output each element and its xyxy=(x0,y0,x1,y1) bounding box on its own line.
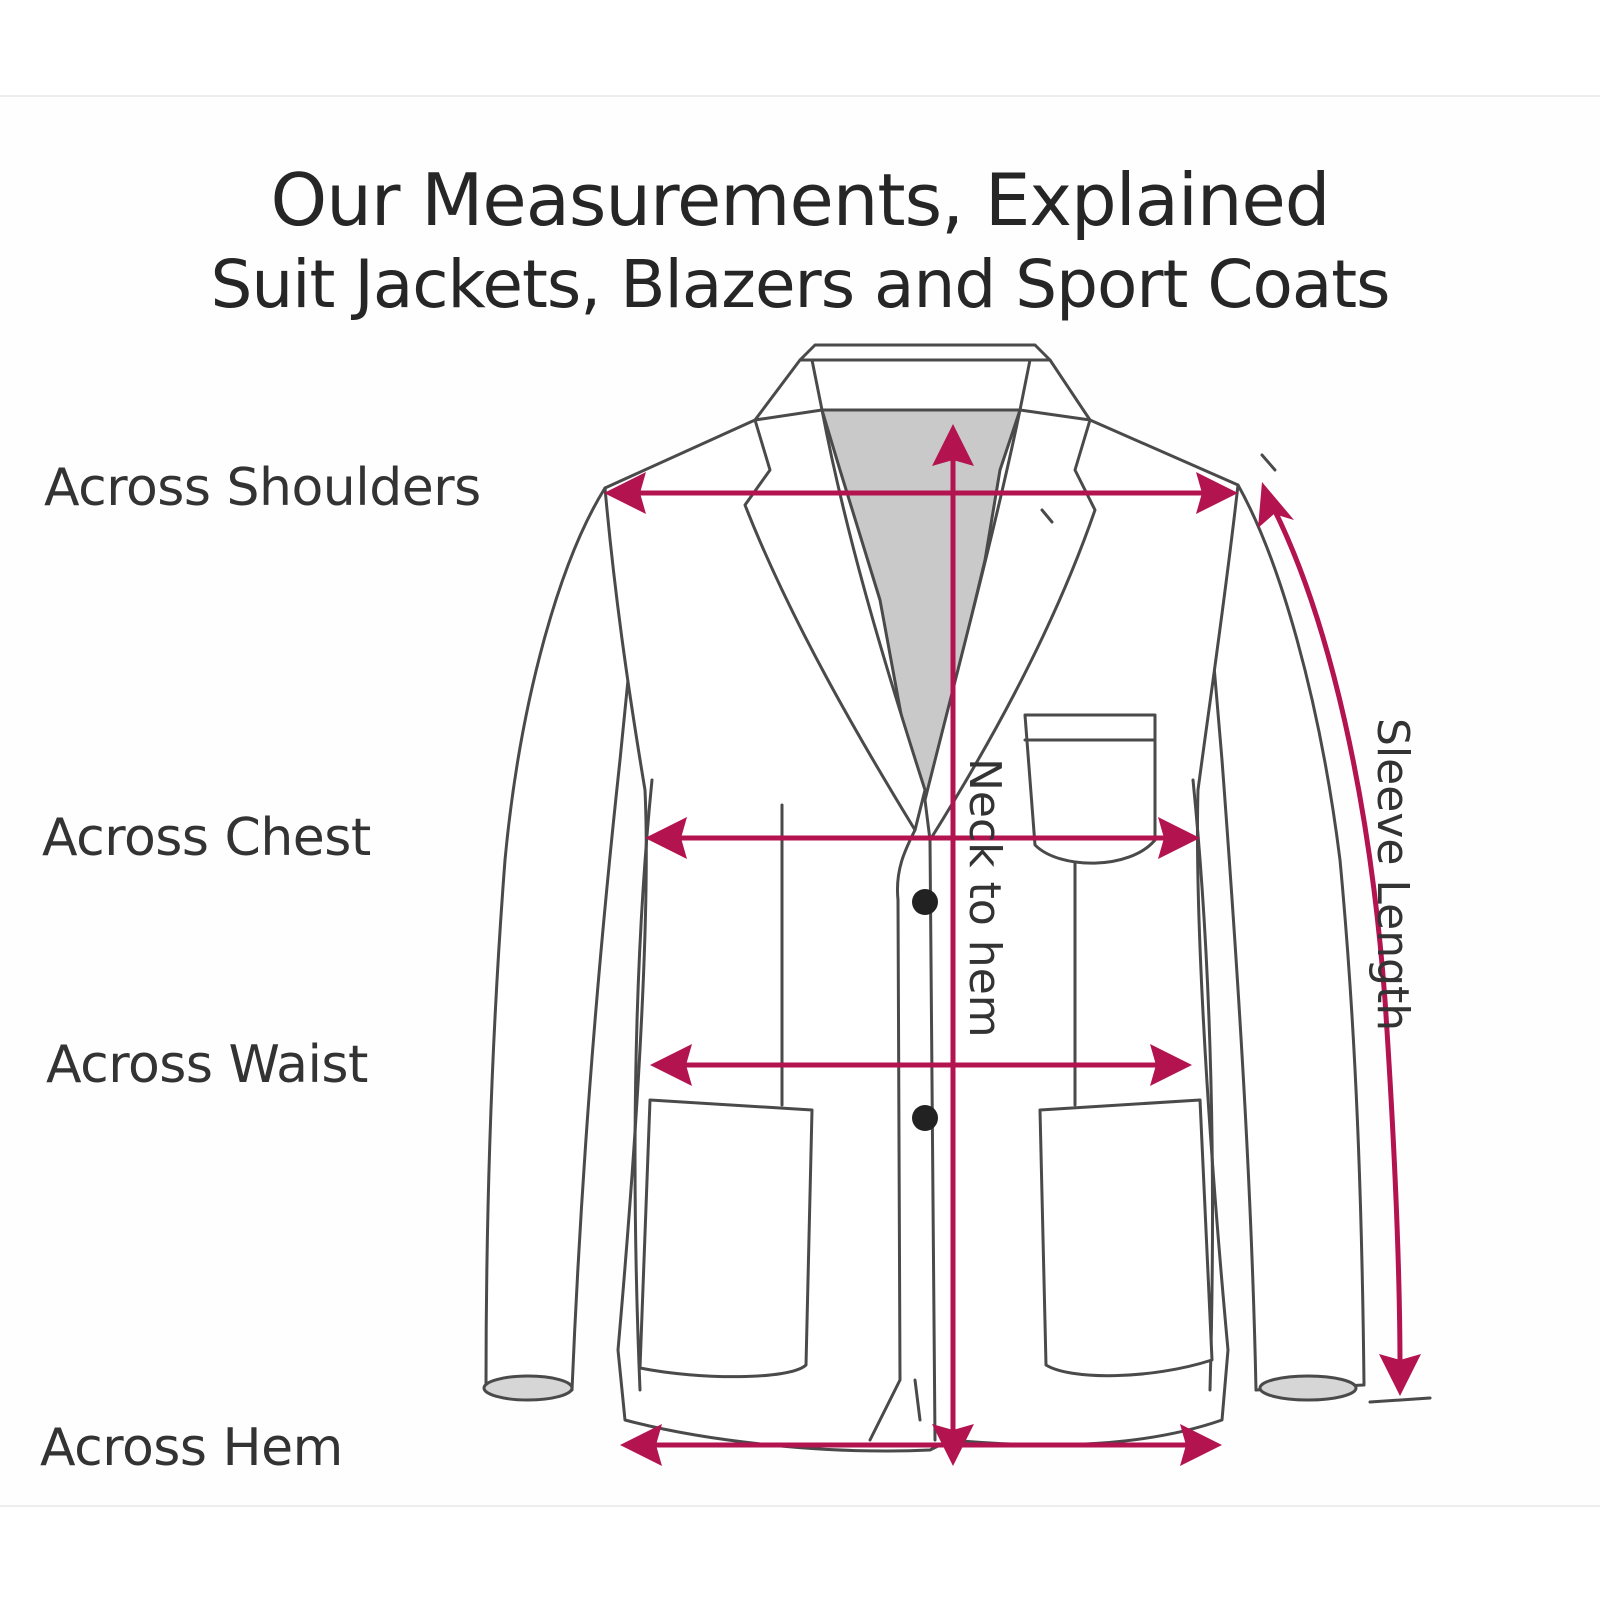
lapel-buttonhole xyxy=(1040,508,1054,524)
sleeve-length-label: Sleeve Length xyxy=(1367,718,1418,1031)
neck-to-hem-arrow-bottom xyxy=(932,1424,974,1466)
left-sleeve xyxy=(484,486,642,1392)
neck-to-hem-label: Neck to hem xyxy=(959,758,1010,1038)
collar-band xyxy=(798,343,1052,412)
chest-arrow-left xyxy=(645,817,687,859)
button-bottom xyxy=(912,1105,938,1131)
jacket-illustration xyxy=(482,343,1366,1453)
hem-vent xyxy=(913,1378,922,1422)
waist-arrow-right xyxy=(1150,1044,1192,1086)
right-patch-pocket xyxy=(1038,1098,1214,1378)
page-title: Our Measurements, Explained xyxy=(270,158,1331,242)
hem-arrow-right xyxy=(1180,1424,1222,1466)
across-chest-label: Across Chest xyxy=(42,808,371,868)
sleeve-length-line xyxy=(1269,503,1403,1371)
page-subtitle: Suit Jackets, Blazers and Sport Coats xyxy=(210,246,1390,323)
front-opening xyxy=(868,828,917,1442)
across-hem-label: Across Hem xyxy=(40,1418,343,1478)
right-side-seam xyxy=(1191,778,1214,1392)
hem-arrow-left xyxy=(620,1424,662,1466)
shoulders-arrow-left xyxy=(604,472,646,514)
shoulders-arrow-right xyxy=(1196,472,1238,514)
front-overlap xyxy=(928,838,937,1442)
sleeve-length-arrow-bottom xyxy=(1379,1354,1421,1396)
across-shoulders-label: Across Shoulders xyxy=(44,458,481,518)
left-cuff xyxy=(482,1374,574,1402)
sleeve-length-arrow-top xyxy=(1258,482,1294,528)
sleeve-marker-bottom xyxy=(1368,1396,1432,1404)
left-side-seam xyxy=(633,778,654,1392)
right-cuff xyxy=(1258,1374,1358,1402)
waist-arrow-left xyxy=(650,1044,692,1086)
left-patch-pocket xyxy=(638,1098,814,1379)
right-sleeve xyxy=(1203,483,1366,1392)
sleeve-marker-top xyxy=(1260,453,1277,472)
neck-to-hem-arrow-top xyxy=(932,424,974,466)
button-top xyxy=(912,889,938,915)
measurement-lines xyxy=(604,424,1432,1466)
breast-pocket xyxy=(1023,713,1157,865)
across-waist-label: Across Waist xyxy=(46,1035,368,1095)
chest-arrow-right xyxy=(1158,817,1200,859)
